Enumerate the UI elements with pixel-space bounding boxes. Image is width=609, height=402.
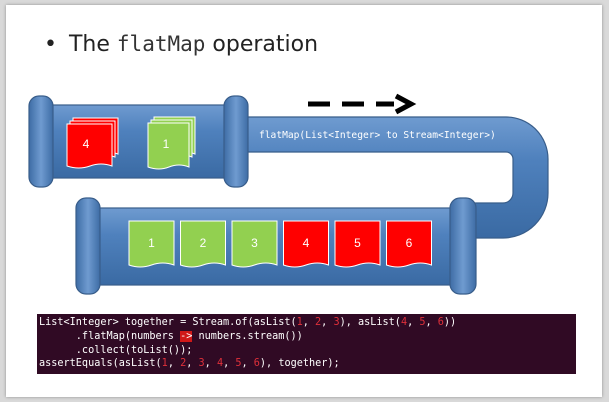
code-text: , (167, 358, 181, 370)
bottom-item-shape (128, 220, 175, 268)
code-number: 4 (400, 317, 408, 328)
code-number: 4 (216, 358, 224, 370)
code-text: , (302, 317, 316, 328)
bottom-item-label: 1 (148, 236, 155, 250)
title-suffix: operation (212, 32, 319, 57)
bottom-item-shape (180, 220, 226, 268)
flatmap-pipe-diagram: 4 1 flatMap(List<Integer> to Stream<Inte… (28, 93, 549, 295)
code-text: , (425, 317, 438, 328)
title-bullet: • (44, 32, 57, 57)
code-text: , (407, 317, 420, 328)
slide: • The flatMap operation (6, 5, 602, 397)
stack-green-label: 1 (163, 137, 170, 151)
code-line-1: List<Integer> together = Stream.of(asLis… (39, 316, 576, 330)
code-line-4: assertEquals(asList(1, 2, 3, 4, 5, 6), t… (39, 357, 576, 371)
code-number: 6 (253, 358, 260, 370)
top-pipe-right-cap (223, 95, 249, 188)
bottom-item-shape (231, 220, 278, 268)
code-line-2: .flatMap(numbers -> numbers.stream()) (39, 330, 576, 344)
code-text: numbers.stream()) (192, 330, 303, 342)
bottom-item-3: 3 (231, 220, 278, 268)
code-number: 1 (296, 317, 303, 328)
bottom-item-label: 6 (406, 236, 413, 250)
top-pipe-left-cap (28, 95, 54, 188)
code-text: .flatMap(numbers (39, 330, 181, 342)
code-text: )) (443, 317, 457, 328)
bottom-item-label: 5 (354, 236, 361, 250)
slide-title: • The flatMap operation (44, 29, 318, 60)
code-number: 2 (315, 317, 322, 328)
code-text: , (241, 358, 254, 370)
title-method: flatMap (116, 32, 206, 56)
direction-arrow (308, 93, 417, 115)
code-number: 3 (333, 317, 340, 328)
stack-green: 1 (147, 116, 196, 170)
bottom-item-label: 2 (200, 236, 207, 250)
code-block: List<Integer> together = Stream.of(asLis… (37, 314, 576, 374)
code-number: 6 (437, 317, 444, 328)
bottom-item-shape (283, 220, 329, 268)
bottom-pipe-right-cap (449, 197, 477, 295)
code-text: ), asList( (339, 317, 401, 328)
pipe-label: flatMap(List<Integer> to Stream<Integer>… (259, 130, 496, 141)
code-number: 5 (419, 317, 426, 328)
code-line-3: .collect(toList()); (39, 344, 576, 358)
code-text: .collect(toList()); (39, 344, 193, 356)
stack-red-label: 4 (83, 137, 90, 151)
bottom-item-1: 1 (128, 220, 175, 268)
code-number: 5 (235, 358, 242, 370)
stack-red: 4 (66, 117, 119, 169)
lambda-arrow: -> (180, 330, 193, 342)
bottom-item-5: 5 (334, 220, 381, 268)
code-text: , (204, 358, 217, 370)
bottom-item-label: 3 (251, 236, 258, 250)
bottom-item-shape (386, 220, 432, 268)
bottom-item-label: 4 (303, 236, 310, 250)
bottom-item-4: 4 (283, 220, 329, 268)
bottom-pipe-left-cap (75, 197, 101, 295)
code-text: assertEquals(asList( (39, 358, 162, 370)
code-number: 2 (180, 358, 187, 370)
code-text: , (223, 358, 236, 370)
code-text: List<Integer> together = Stream.of(asLis… (39, 317, 297, 328)
title-prefix: The (68, 32, 110, 57)
bottom-item-2: 2 (180, 220, 226, 268)
code-number: 3 (198, 358, 205, 370)
code-number: 1 (161, 358, 168, 370)
bottom-item-6: 6 (386, 220, 432, 268)
bottom-items: 1 2 3 4 5 6 (128, 220, 432, 268)
code-text: , (186, 358, 199, 370)
code-text: , (321, 317, 334, 328)
code-text: ), together); (259, 358, 340, 370)
bottom-item-shape (334, 220, 381, 268)
